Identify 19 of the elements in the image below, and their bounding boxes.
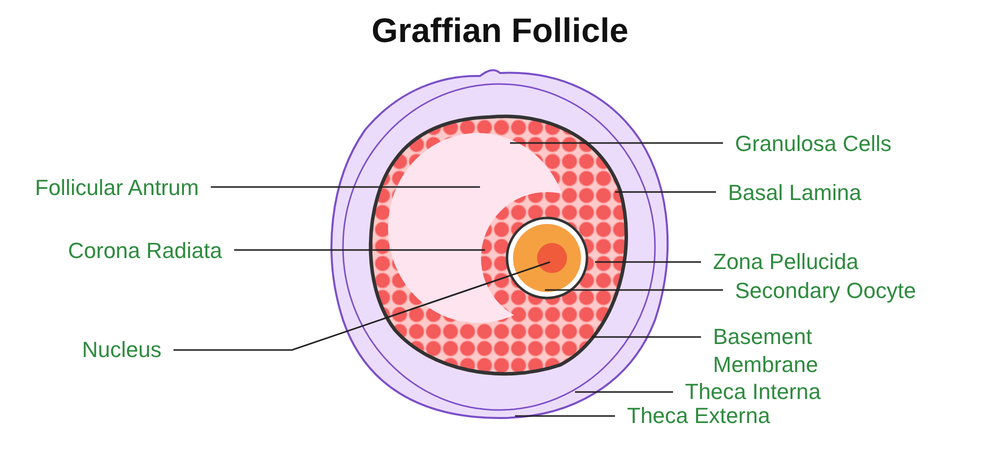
leader-line bbox=[615, 191, 716, 193]
part-label: Nucleus bbox=[82, 336, 162, 364]
leader-line bbox=[545, 289, 723, 291]
part-label: Zona Pellucida bbox=[713, 248, 859, 276]
part-label: Granulosa Cells bbox=[735, 130, 892, 158]
part-label: Basal Lamina bbox=[728, 179, 862, 206]
leader-line bbox=[515, 415, 615, 417]
part-label: Follicular Antrum bbox=[35, 174, 199, 202]
title: Graffian Follicle bbox=[372, 12, 628, 51]
leader-line bbox=[595, 261, 701, 263]
leader-line bbox=[592, 336, 701, 338]
part-label: Secondary Oocyte bbox=[735, 277, 916, 304]
leader-line bbox=[575, 391, 673, 393]
leader-line bbox=[210, 186, 480, 188]
leader-line bbox=[234, 249, 485, 251]
part-label: Corona Radiata bbox=[68, 237, 222, 264]
leader-line bbox=[510, 142, 723, 144]
part-label: Basement Membrane bbox=[713, 323, 863, 378]
leader-line bbox=[173, 261, 550, 351]
